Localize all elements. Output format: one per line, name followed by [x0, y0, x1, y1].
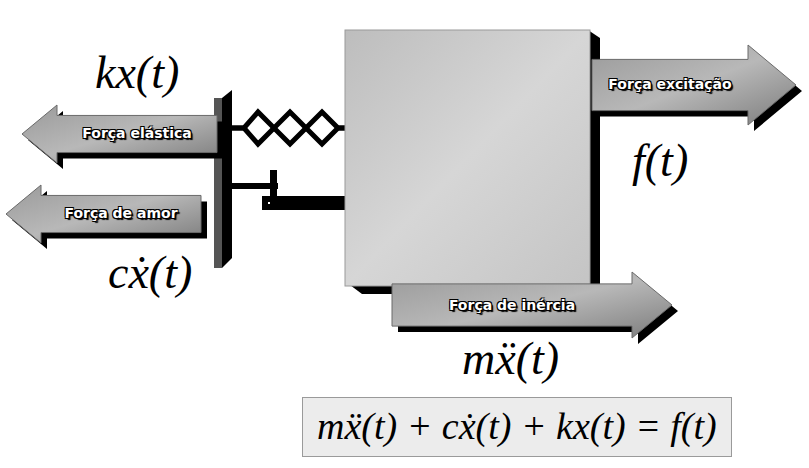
force-arrow: Força excitaçãof(t): [592, 45, 796, 125]
equation-box: mẍ(t) + cẋ(t) + kx(t) = f(t): [302, 397, 732, 457]
equation-text: mẍ(t) + cẋ(t) + kx(t) = f(t): [317, 404, 717, 450]
force-label: Força de inércia: [392, 284, 632, 326]
force-arrow: Força de amorcẋ(t): [6, 185, 201, 243]
force-symbol: kx(t): [95, 50, 179, 96]
force-symbol: f(t): [632, 138, 688, 184]
force-label: Força elástica: [57, 115, 217, 152]
force-arrow: Força de inérciamẍ(t): [392, 272, 672, 338]
force-symbol: mẍ(t): [462, 336, 559, 382]
force-arrow: Força elásticakx(t): [22, 105, 217, 163]
mass-block: [345, 30, 600, 294]
force-symbol: cẋ(t): [108, 250, 192, 296]
force-label: Força excitação: [592, 59, 748, 110]
force-label: Força de amor: [41, 195, 201, 232]
damper: [232, 170, 350, 210]
spring: [232, 112, 350, 144]
